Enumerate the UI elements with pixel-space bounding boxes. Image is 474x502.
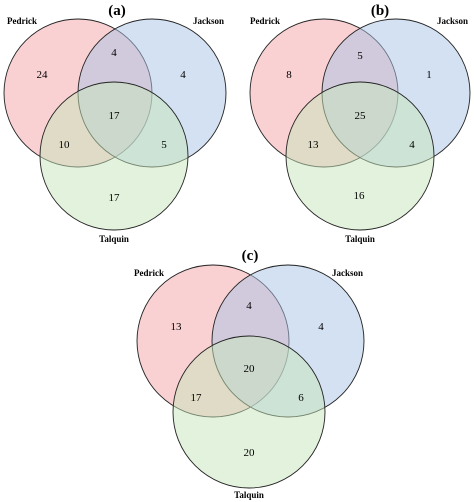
count-pedrick-only: 13 — [171, 321, 183, 333]
count-talquin-only: 20 — [244, 447, 256, 459]
count-all-three: 25 — [355, 110, 367, 122]
count-pedrick-talquin: 17 — [191, 392, 203, 404]
count-pedrick-only: 24 — [37, 69, 49, 81]
set-label-jackson: Jackson — [193, 16, 224, 26]
count-jackson-talquin: 4 — [409, 139, 415, 151]
count-jackson-only: 4 — [180, 69, 186, 81]
set-label-jackson: Jackson — [332, 268, 363, 278]
count-jackson-only: 1 — [426, 69, 432, 81]
talquin-circle — [172, 335, 326, 489]
set-label-jackson: Jackson — [437, 16, 468, 26]
venn-panel-c: (c) Pedrick Jackson Talquin 13 4 4 20 17… — [134, 248, 365, 500]
panel-label: (a) — [108, 3, 126, 19]
count-all-three: 17 — [109, 110, 121, 122]
count-pedrick-only: 8 — [286, 69, 292, 81]
set-label-talquin: Talquin — [99, 234, 129, 244]
count-jackson-talquin: 6 — [298, 392, 304, 404]
set-label-talquin: Talquin — [345, 234, 375, 244]
panel-label: (c) — [242, 248, 259, 264]
count-all-three: 20 — [244, 363, 256, 375]
count-pedrick-jackson: 4 — [246, 300, 252, 312]
panel-label: (b) — [371, 3, 389, 19]
set-label-talquin: Talquin — [234, 490, 264, 500]
count-jackson-only: 4 — [318, 321, 324, 333]
count-talquin-only: 17 — [109, 192, 121, 204]
venn-panel-b: (b) Pedrick Jackson Talquin 8 1 5 25 13 … — [249, 3, 471, 244]
talquin-circle — [39, 81, 189, 231]
count-pedrick-jackson: 5 — [357, 50, 363, 62]
venn-panel-a: (a) Pedrick Jackson Talquin 24 4 4 17 10… — [3, 3, 227, 244]
set-label-pedrick: Pedrick — [250, 16, 280, 26]
talquin-circle — [285, 81, 435, 231]
set-label-pedrick: Pedrick — [7, 16, 37, 26]
count-pedrick-jackson: 4 — [111, 47, 117, 59]
count-jackson-talquin: 5 — [161, 139, 167, 151]
count-talquin-only: 16 — [354, 190, 366, 202]
count-pedrick-talquin: 10 — [59, 139, 71, 151]
count-pedrick-talquin: 13 — [308, 139, 320, 151]
set-label-pedrick: Pedrick — [134, 268, 164, 278]
